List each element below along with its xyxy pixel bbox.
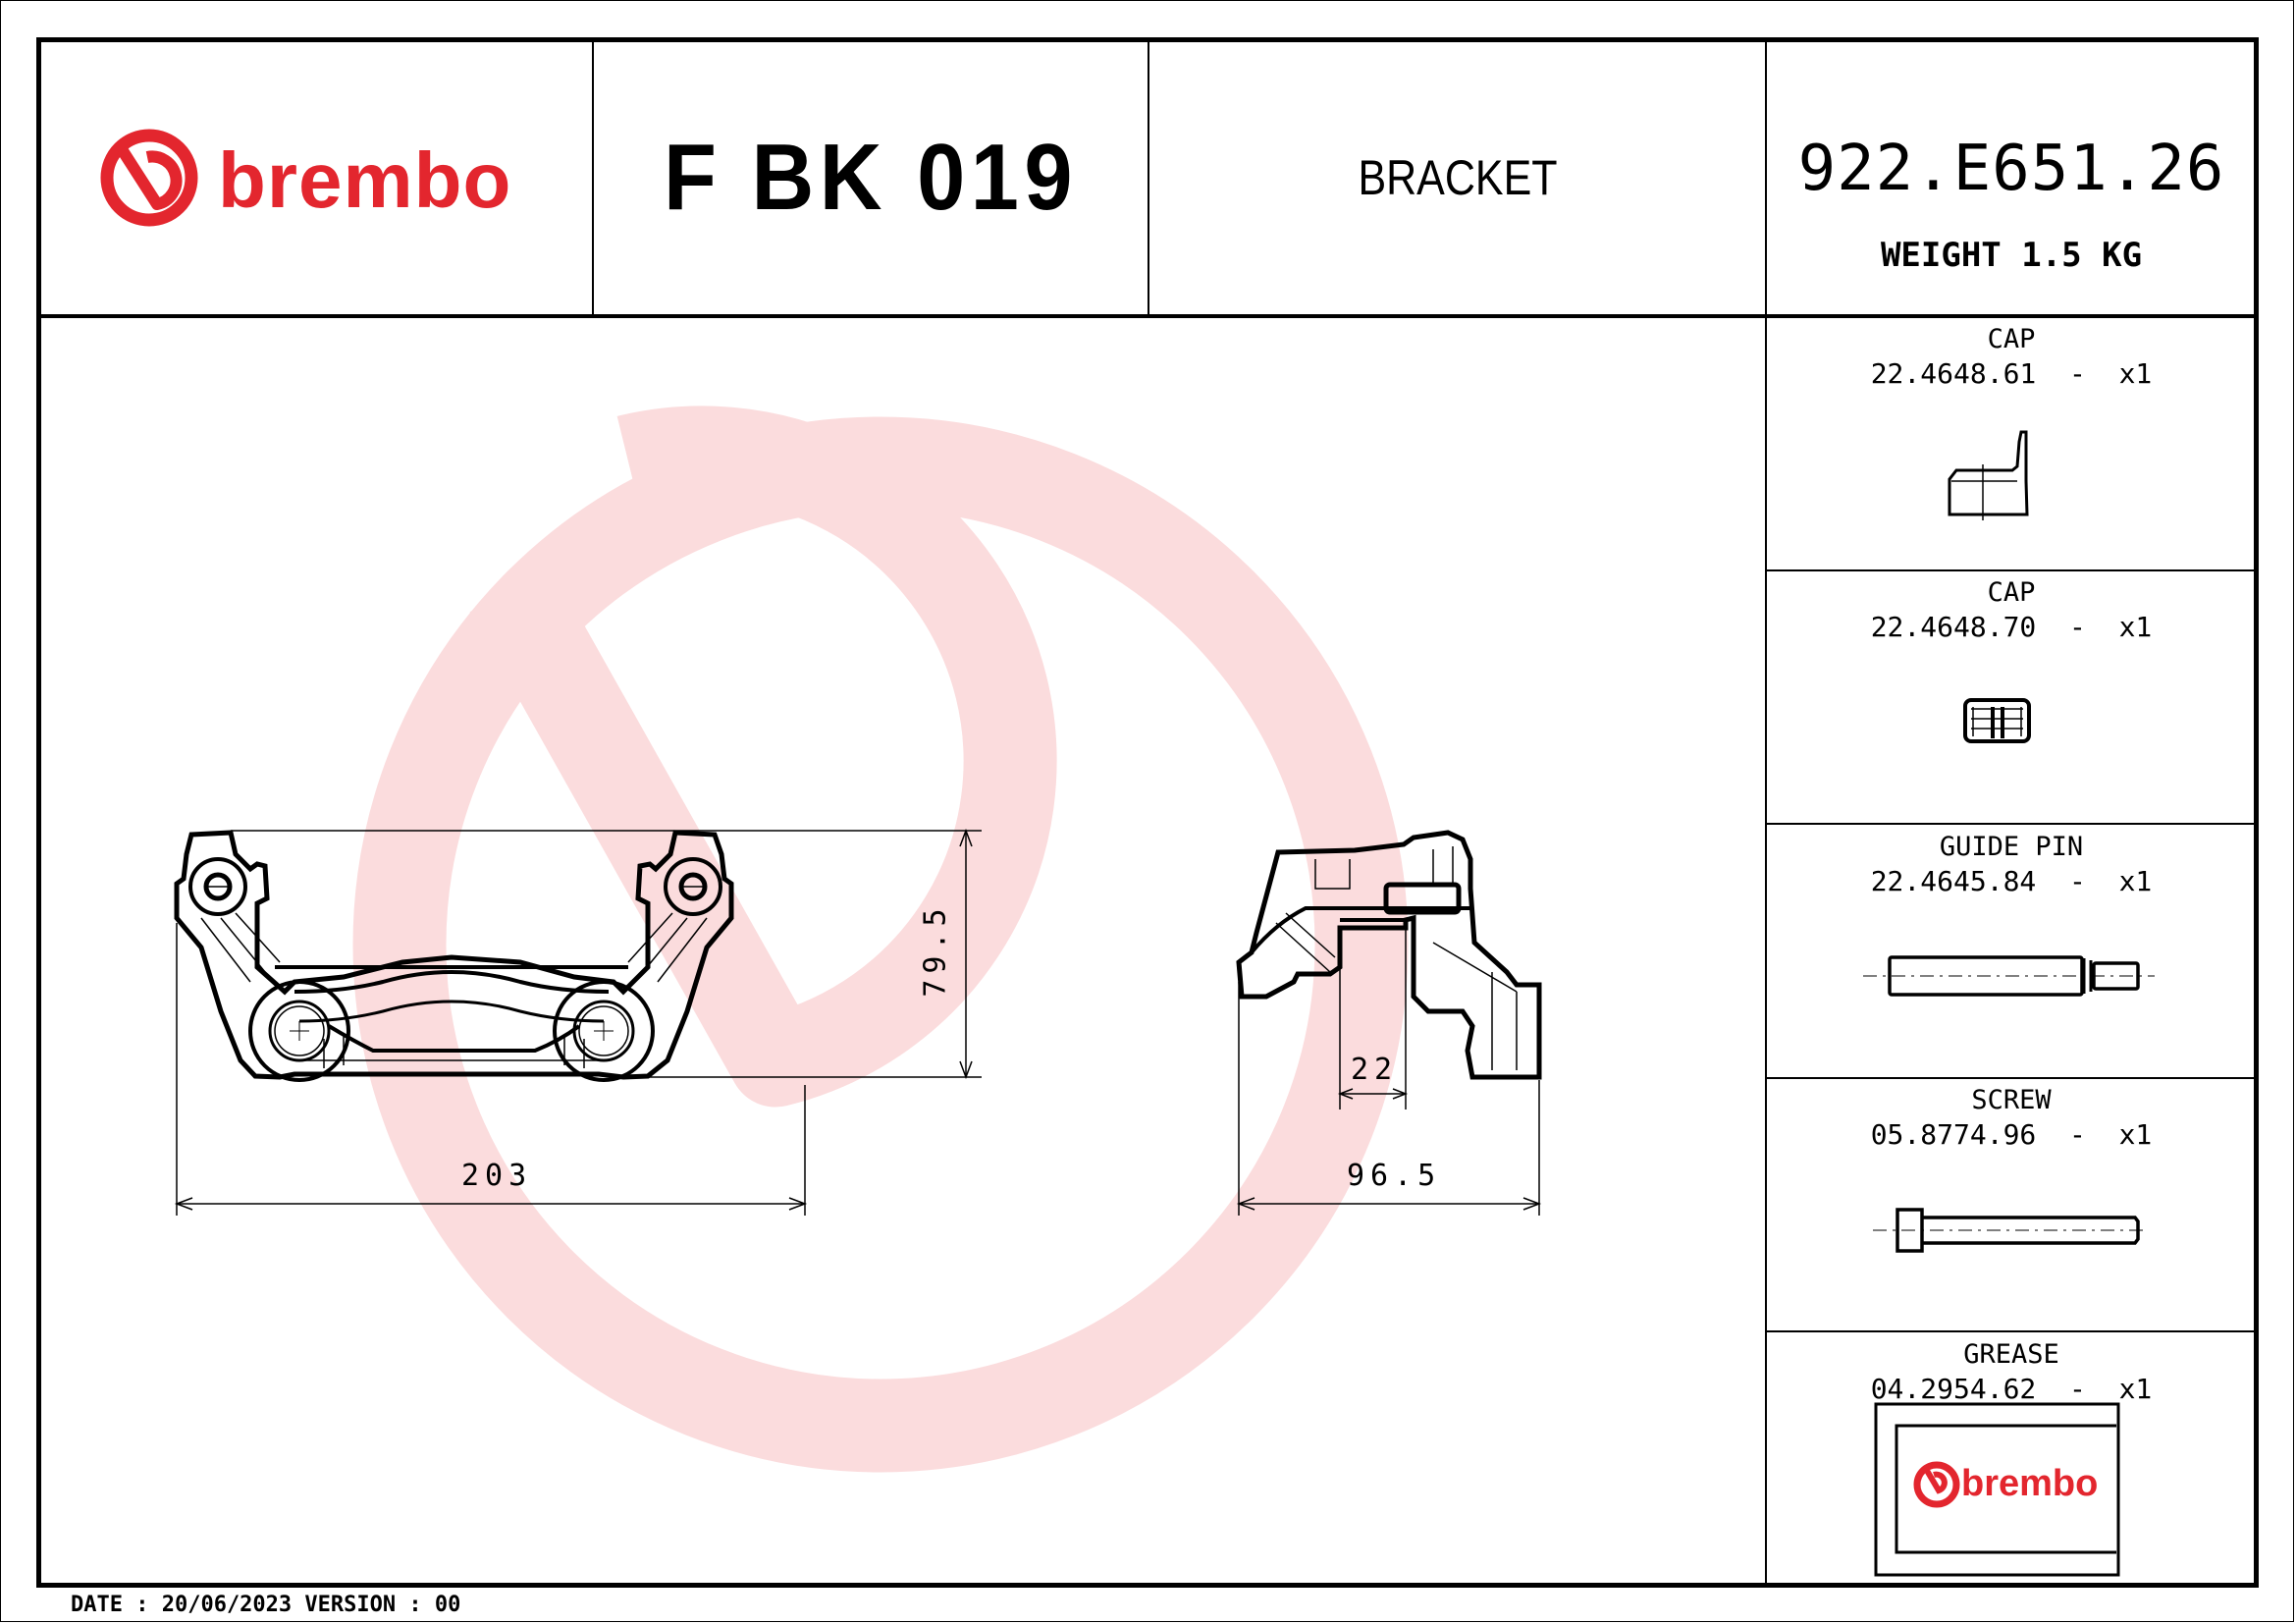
bracket-front-view (174, 830, 734, 1082)
component-title: CAP (1987, 577, 2036, 608)
component-divider (1767, 569, 2256, 571)
component-divider (1767, 823, 2256, 825)
header-col-divider (592, 39, 594, 316)
product-description: BRACKET (1358, 150, 1558, 205)
brand-wordmark: brembo (218, 136, 512, 224)
component-title: CAP (1987, 324, 2036, 354)
header-col-divider (1148, 39, 1149, 316)
date-version-footer: DATE : 20/06/2023 VERSION : 00 (71, 1593, 461, 1617)
dim-depth-96-5: 96.5 (1347, 1159, 1442, 1193)
component-code: 22.4648.70 - x1 (1870, 611, 2153, 643)
guide-pin-icon (1863, 955, 2155, 997)
cap-plug-icon (1963, 698, 2031, 743)
brembo-logo-icon (100, 129, 198, 227)
weight-label: WEIGHT 1.5 KG (1880, 236, 2143, 275)
side-view-dimensions (1236, 928, 1542, 1216)
front-view-dimensions (174, 828, 982, 1216)
component-title: GUIDE PIN (1939, 832, 2084, 862)
dim-slot-22: 22 (1351, 1053, 1399, 1087)
component-title: GREASE (1963, 1339, 2059, 1370)
cap-icon (1948, 430, 2029, 520)
product-code: F BK 019 (663, 125, 1079, 230)
component-code: 22.4645.84 - x1 (1870, 865, 2153, 897)
component-title: SCREW (1971, 1085, 2052, 1115)
dim-width-203: 203 (461, 1159, 533, 1193)
dim-height-79-5: 79.5 (918, 902, 953, 998)
grease-package-icon (1874, 1402, 2120, 1577)
screw-icon (1873, 1208, 2144, 1253)
component-code: 22.4648.61 - x1 (1870, 357, 2153, 390)
grease-brand-wordmark: brembo (1961, 1463, 2099, 1504)
brembo-logo-small-icon (1913, 1461, 1960, 1508)
right-column-divider (1765, 39, 1767, 1586)
component-divider (1767, 1330, 2256, 1332)
component-code: 05.8774.96 - x1 (1870, 1118, 2153, 1151)
part-number: 922.E651.26 (1797, 133, 2225, 205)
component-code: 04.2954.62 - x1 (1870, 1373, 2153, 1405)
bracket-side-view (1236, 830, 1542, 1080)
brembo-watermark-icon (352, 406, 1409, 1473)
component-divider (1767, 1077, 2256, 1079)
header-divider (36, 314, 2259, 318)
